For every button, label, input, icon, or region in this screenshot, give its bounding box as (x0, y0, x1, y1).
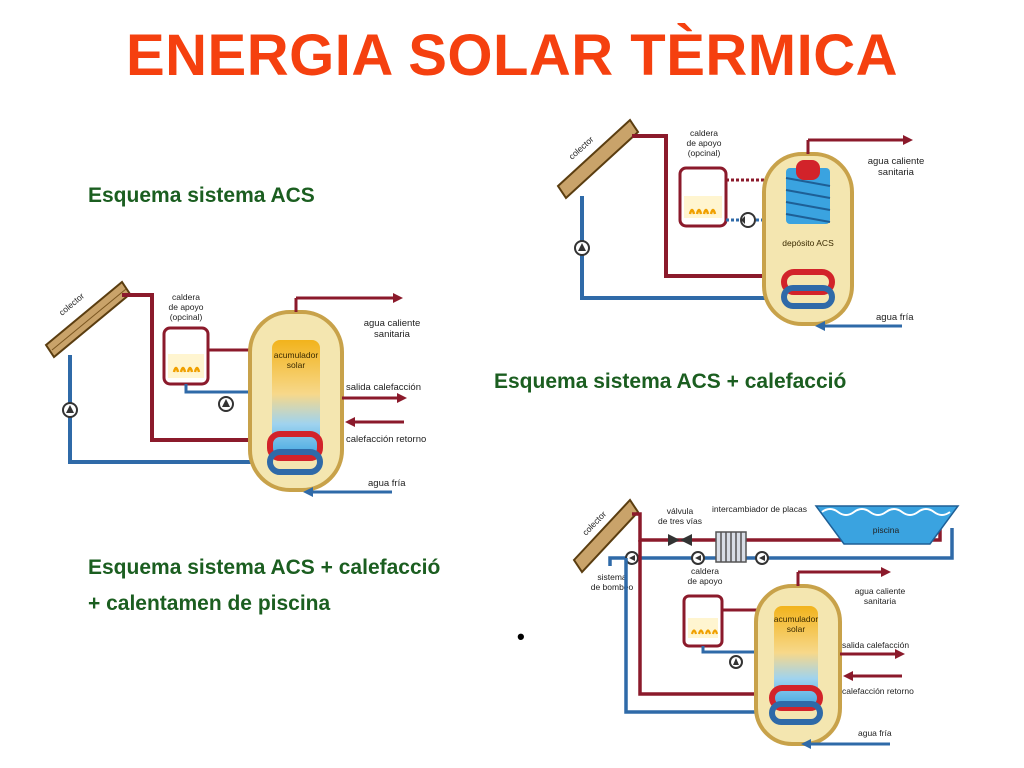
plate-heat-exchanger-icon (715, 531, 747, 563)
collector-panel-icon (44, 280, 132, 359)
pumping-label-1: sistema (597, 572, 627, 582)
tank-label-2: solar (787, 624, 806, 634)
label-cold-water: agua fría (876, 312, 914, 323)
valve-label-1: válvula (667, 506, 694, 516)
hot-pipe (632, 134, 780, 278)
pool-basin-icon (814, 505, 960, 545)
label-hot-water-1: agua caliente (868, 156, 925, 167)
boiler-label-3: (opcinal) (170, 312, 203, 322)
pump-icon (729, 655, 743, 669)
boiler-label-2: de apoyo (687, 138, 722, 148)
label-heating-return: calefacción retorno (346, 434, 426, 445)
label-heating-return: calefacción retorno (842, 686, 914, 696)
pool-cold-loop (608, 528, 954, 566)
boiler-label-2: de apoyo (169, 302, 204, 312)
pool-label: piscina (873, 525, 900, 535)
label-hot-water-1: agua caliente (855, 586, 906, 596)
collector-panel-icon (572, 498, 640, 574)
boiler-icon (682, 594, 724, 648)
caption-acs: Esquema sistema ACS (88, 184, 315, 207)
label-heating-out: salida calefacción (842, 640, 909, 650)
deposit-label: depósito ACS (782, 238, 834, 248)
cold-pipe (580, 196, 780, 300)
label-hot-water-2: sanitaria (878, 167, 915, 178)
boiler-label-2: de apoyo (688, 576, 723, 586)
valve-label-2: de tres vías (658, 516, 702, 526)
boiler-label-1: caldera (690, 128, 718, 138)
slide-title: ENERGIA SOLAR TÈRMICA (125, 23, 899, 88)
label-hot-water-2: sanitaria (864, 596, 896, 606)
tank-label-2: solar (287, 360, 306, 370)
caption-piscina-line2: + calentamen de piscina (88, 592, 331, 615)
boiler-label-1: caldera (691, 566, 719, 576)
collector-panel-icon (556, 118, 640, 200)
boiler-cold-line (701, 646, 760, 654)
heat-exchanger-label: intercambiador de placas (712, 504, 807, 514)
storage-tank (762, 152, 854, 326)
tank-label-1: acumulador (274, 350, 319, 360)
boiler-label-3: (opcinal) (688, 148, 721, 158)
label-cold-water: agua fría (368, 478, 406, 489)
pump-icon (574, 240, 590, 256)
tank-label-1: acumulador (774, 614, 819, 624)
hot-pipe (638, 540, 770, 696)
cold-pipe (68, 355, 272, 464)
storage-tank (754, 584, 842, 746)
label-hot-water-1: agua caliente (364, 318, 421, 329)
boiler-label-1: caldera (172, 292, 200, 302)
caption-acs-calefaccio: Esquema sistema ACS + calefacció (494, 370, 847, 393)
storage-tank (248, 310, 344, 492)
three-way-valve-icon (668, 534, 692, 546)
boiler-cold-line (184, 384, 262, 394)
diagram-acs-calefaccio: colector caldera de apoyo (opcinal) (44, 280, 426, 497)
diagram-acs: colector caldera de apoyo (opcinal) (556, 118, 925, 331)
hot-pipe (122, 293, 272, 442)
pumping-label-2: de bombeo (591, 582, 634, 592)
pump-icon (218, 396, 234, 412)
boiler-icon (162, 326, 210, 386)
caption-piscina-line1: Esquema sistema ACS + calefacció (88, 556, 441, 579)
diagram-piscina: colector válvula de tres vías intercambi… (572, 498, 960, 749)
pump-icon (691, 551, 705, 565)
pump-icon (62, 402, 78, 418)
cold-pipe (624, 558, 770, 714)
collector-label: colector (57, 291, 86, 318)
label-heating-out: salida calefacción (346, 382, 421, 393)
pump-icon (755, 551, 769, 565)
pump-icon (740, 212, 756, 228)
bullet-dot: • (517, 624, 525, 649)
label-cold-water: agua fría (858, 728, 892, 738)
pump-icon (625, 551, 639, 565)
boiler-icon (678, 166, 728, 228)
label-hot-water-2: sanitaria (374, 329, 411, 340)
